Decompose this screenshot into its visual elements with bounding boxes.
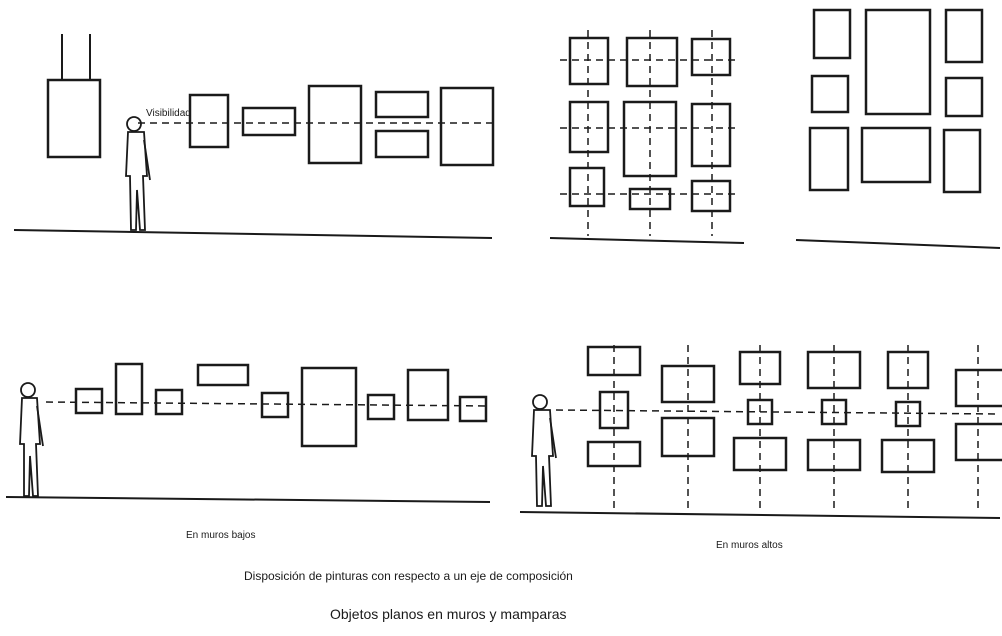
frame bbox=[806, 350, 862, 390]
panel-top-right bbox=[795, 8, 1001, 249]
frame bbox=[625, 36, 679, 88]
frame bbox=[690, 37, 732, 77]
panel-low-walls bbox=[5, 362, 491, 503]
floor-line bbox=[519, 511, 1001, 519]
frame bbox=[598, 390, 630, 430]
frame bbox=[746, 398, 774, 426]
frame bbox=[808, 126, 850, 192]
frame bbox=[300, 366, 358, 448]
frame bbox=[366, 393, 396, 421]
caption-flat-objects: Objetos planos en muros y mamparas bbox=[330, 606, 567, 622]
frame bbox=[944, 76, 984, 118]
visibility-label: Visibilidad bbox=[146, 108, 191, 119]
frame bbox=[954, 422, 1002, 462]
floor-line bbox=[549, 237, 745, 244]
eye-level-axis bbox=[555, 409, 999, 415]
frame bbox=[806, 438, 862, 472]
frame bbox=[154, 388, 184, 416]
person-figure bbox=[531, 394, 557, 507]
frame bbox=[690, 102, 732, 168]
floor-line bbox=[795, 239, 1001, 249]
floor-line bbox=[5, 496, 491, 503]
frame bbox=[732, 436, 788, 472]
panel-top-left bbox=[13, 34, 496, 239]
frame bbox=[196, 363, 250, 387]
frame bbox=[586, 440, 642, 468]
hanging-frame bbox=[46, 78, 102, 159]
frame bbox=[622, 100, 678, 178]
frame bbox=[660, 364, 716, 404]
low-walls-label: En muros bajos bbox=[186, 530, 256, 541]
person-figure bbox=[19, 382, 44, 497]
frame bbox=[568, 36, 610, 86]
caption-composition-axis: Disposición de pinturas con respecto a u… bbox=[244, 569, 573, 583]
frame bbox=[690, 179, 732, 213]
frame bbox=[944, 8, 984, 64]
frame bbox=[820, 398, 848, 426]
frame bbox=[406, 368, 450, 422]
frame bbox=[260, 391, 290, 419]
person-figure bbox=[125, 116, 151, 231]
frame bbox=[188, 93, 230, 149]
frame bbox=[439, 86, 495, 167]
frame bbox=[374, 90, 430, 119]
frame bbox=[738, 350, 782, 386]
frame bbox=[812, 8, 852, 60]
frame bbox=[942, 128, 982, 194]
frame bbox=[458, 395, 488, 423]
frame bbox=[864, 8, 932, 116]
floor-line bbox=[13, 229, 493, 239]
frame bbox=[628, 187, 672, 211]
frame bbox=[954, 368, 1002, 408]
frame bbox=[660, 416, 716, 458]
panel-high-walls bbox=[519, 345, 1002, 519]
frame bbox=[894, 400, 922, 428]
frame bbox=[810, 74, 850, 114]
frame bbox=[74, 387, 104, 415]
frame bbox=[568, 100, 610, 154]
panel-top-grid bbox=[549, 30, 745, 244]
frame bbox=[586, 345, 642, 377]
frame bbox=[860, 126, 932, 184]
high-walls-label: En muros altos bbox=[716, 540, 783, 551]
frame bbox=[880, 438, 936, 474]
frame bbox=[114, 362, 144, 416]
frame bbox=[886, 350, 930, 390]
eye-level-axis bbox=[45, 401, 491, 407]
frame bbox=[241, 106, 297, 137]
frame bbox=[568, 166, 606, 208]
frame bbox=[307, 84, 363, 165]
frame bbox=[374, 129, 430, 159]
